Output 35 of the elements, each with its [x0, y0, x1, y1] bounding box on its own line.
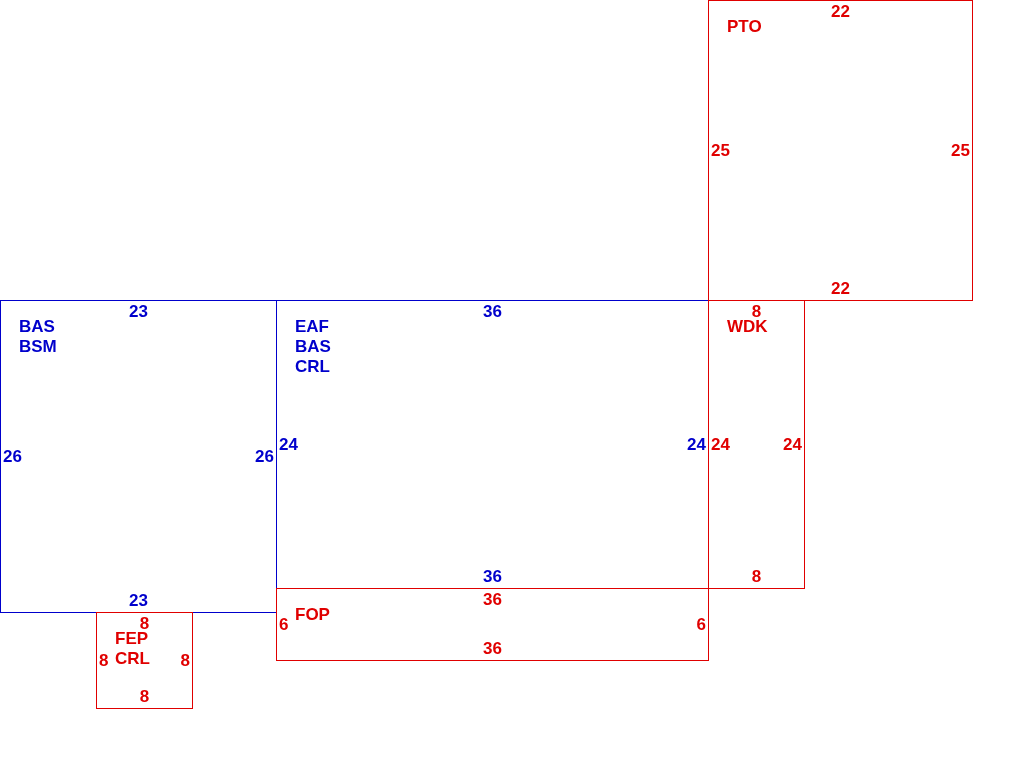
dimension-label: 26: [255, 447, 274, 466]
dimension-label: 24: [783, 435, 802, 454]
room-outline: [276, 588, 709, 661]
dimension-label: 26: [3, 447, 22, 466]
dimension-label: 25: [951, 141, 970, 160]
dimension-label: 36: [483, 640, 502, 658]
dimension-label: 8: [180, 651, 190, 670]
dimension-label: 24: [279, 435, 298, 454]
room-code: CRL: [295, 357, 331, 377]
dimension-label: 8: [139, 688, 150, 706]
dimension-label: 23: [129, 303, 148, 321]
dimension-label: 36: [483, 591, 502, 609]
dimension-label: 22: [831, 3, 850, 21]
dimension-label: 6: [696, 615, 706, 634]
room-outline: [0, 300, 277, 613]
dimension-label: 6: [279, 615, 289, 634]
room-code: BAS: [19, 317, 56, 337]
dimension-label: 8: [751, 568, 762, 586]
room-code: PTO: [727, 17, 762, 37]
room-code: BSM: [19, 337, 57, 357]
room-code: FOP: [295, 605, 330, 625]
room-outline: [708, 0, 973, 301]
dimension-label: 22: [831, 280, 850, 298]
room-code: CRL: [115, 649, 150, 669]
dimension-label: 24: [711, 435, 730, 454]
dimension-label: 8: [99, 651, 109, 670]
room-code: BAS: [295, 337, 331, 357]
dimension-label: 24: [687, 435, 706, 454]
room-outline: [96, 612, 193, 709]
dimension-label: 23: [129, 592, 148, 610]
dimension-label: 36: [483, 303, 502, 321]
room-code: EAF: [295, 317, 330, 337]
room-outline: [708, 300, 805, 589]
dimension-label: 36: [483, 568, 502, 586]
dimension-label: 25: [711, 141, 730, 160]
